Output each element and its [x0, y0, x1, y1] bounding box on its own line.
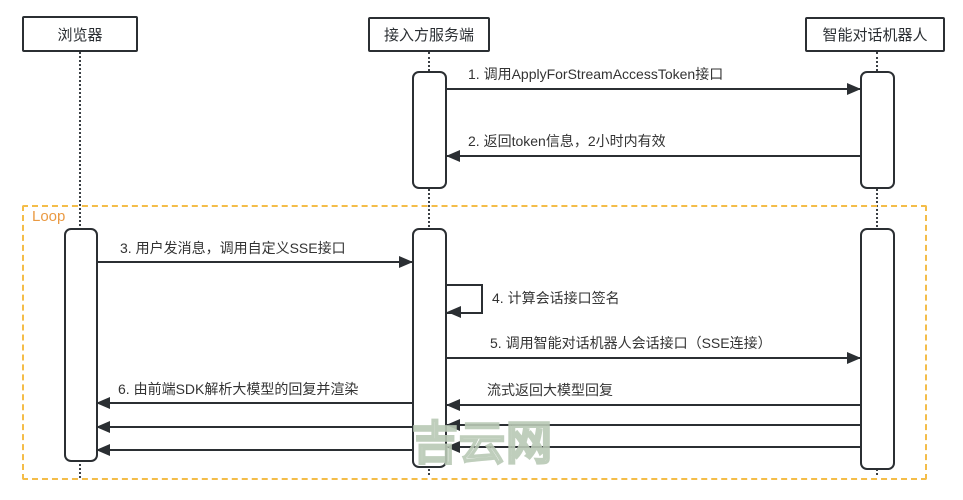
arrowhead-left-icon: [446, 399, 460, 411]
loop-label: Loop: [32, 208, 66, 225]
message-3-label: 3. 用户发消息，调用自定义SSE接口: [120, 240, 346, 256]
stream-reply-arrow-1: [446, 399, 860, 411]
message-1-label: 1. 调用ApplyForStreamAccessToken接口: [468, 66, 724, 82]
message-3-arrow: [97, 256, 413, 268]
message-5-label: 5. 调用智能对话机器人会话接口（SSE连接）: [490, 335, 772, 351]
arrowhead-left-icon: [96, 444, 110, 456]
arrowhead-right-icon: [399, 256, 413, 268]
message-2-arrow: [446, 150, 860, 162]
message-4-label: 4. 计算会话接口签名: [492, 290, 620, 306]
arrowhead-left-icon: [96, 397, 110, 409]
message-4-self-loop: [447, 284, 483, 314]
arrowhead-left-icon: [447, 306, 461, 318]
loop-frame: [22, 205, 927, 480]
watermark: 吉云网: [411, 416, 553, 470]
message-6-arrow-3: [96, 444, 412, 456]
arrowhead-right-icon: [847, 83, 861, 95]
message-6-label: 6. 由前端SDK解析大模型的回复并渲染: [118, 381, 359, 397]
activation-bar-bot-1: [860, 71, 895, 189]
arrowhead-left-icon: [446, 419, 460, 431]
message-6-arrow-2: [96, 421, 412, 433]
activation-bar-bot-2: [860, 228, 895, 470]
message-5-arrow: [447, 352, 861, 364]
stream-reply-label: 流式返回大模型回复: [487, 382, 613, 398]
activation-bar-browser-2: [64, 228, 98, 462]
arrowhead-left-icon: [96, 421, 110, 433]
actor-box-browser: 浏览器: [22, 16, 138, 52]
message-2-label: 2. 返回token信息，2小时内有效: [468, 133, 666, 149]
message-6-arrow-1: [96, 397, 412, 409]
arrowhead-right-icon: [847, 352, 861, 364]
actor-label-browser: 浏览器: [57, 26, 103, 44]
activation-bar-server-2: [412, 228, 447, 468]
arrowhead-left-icon: [446, 150, 460, 162]
actor-box-bot: 智能对话机器人: [805, 17, 945, 52]
actor-box-server: 接入方服务端: [368, 17, 490, 52]
actor-label-bot: 智能对话机器人: [822, 27, 928, 44]
activation-bar-server-1: [412, 71, 447, 189]
stream-reply-arrow-2: [446, 419, 860, 431]
message-1-arrow: [447, 83, 861, 95]
stream-reply-arrow-3: [446, 441, 860, 453]
arrowhead-left-icon: [446, 441, 460, 453]
actor-label-server: 接入方服务端: [383, 27, 474, 44]
